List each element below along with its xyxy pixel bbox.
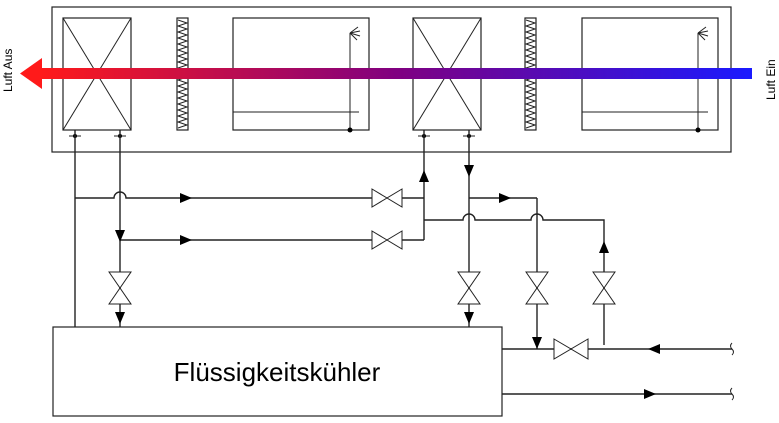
arrow-head-icon <box>20 58 42 89</box>
spray-nozzle-icon <box>349 26 361 41</box>
valve-icon <box>371 230 403 250</box>
air-in-label: Luft Ein <box>764 59 778 100</box>
valve-icon <box>553 338 589 360</box>
spray-nozzle-icon <box>697 26 709 41</box>
flow-arrows <box>115 165 660 399</box>
valve-icon <box>108 271 132 305</box>
air-out-label: Luft Aus <box>1 49 15 92</box>
valve-icon <box>457 271 481 305</box>
pipe-break-icon <box>730 342 734 356</box>
chiller-unit: Flüssigkeitskühler <box>52 326 503 417</box>
airflow-arrow <box>20 58 752 89</box>
valve-icon <box>371 188 403 208</box>
valves <box>108 188 616 360</box>
pipe-break-icon <box>730 387 734 401</box>
valve-icon <box>592 271 616 305</box>
valve-icon <box>525 271 549 305</box>
chiller-label: Flüssigkeitskühler <box>174 357 381 387</box>
